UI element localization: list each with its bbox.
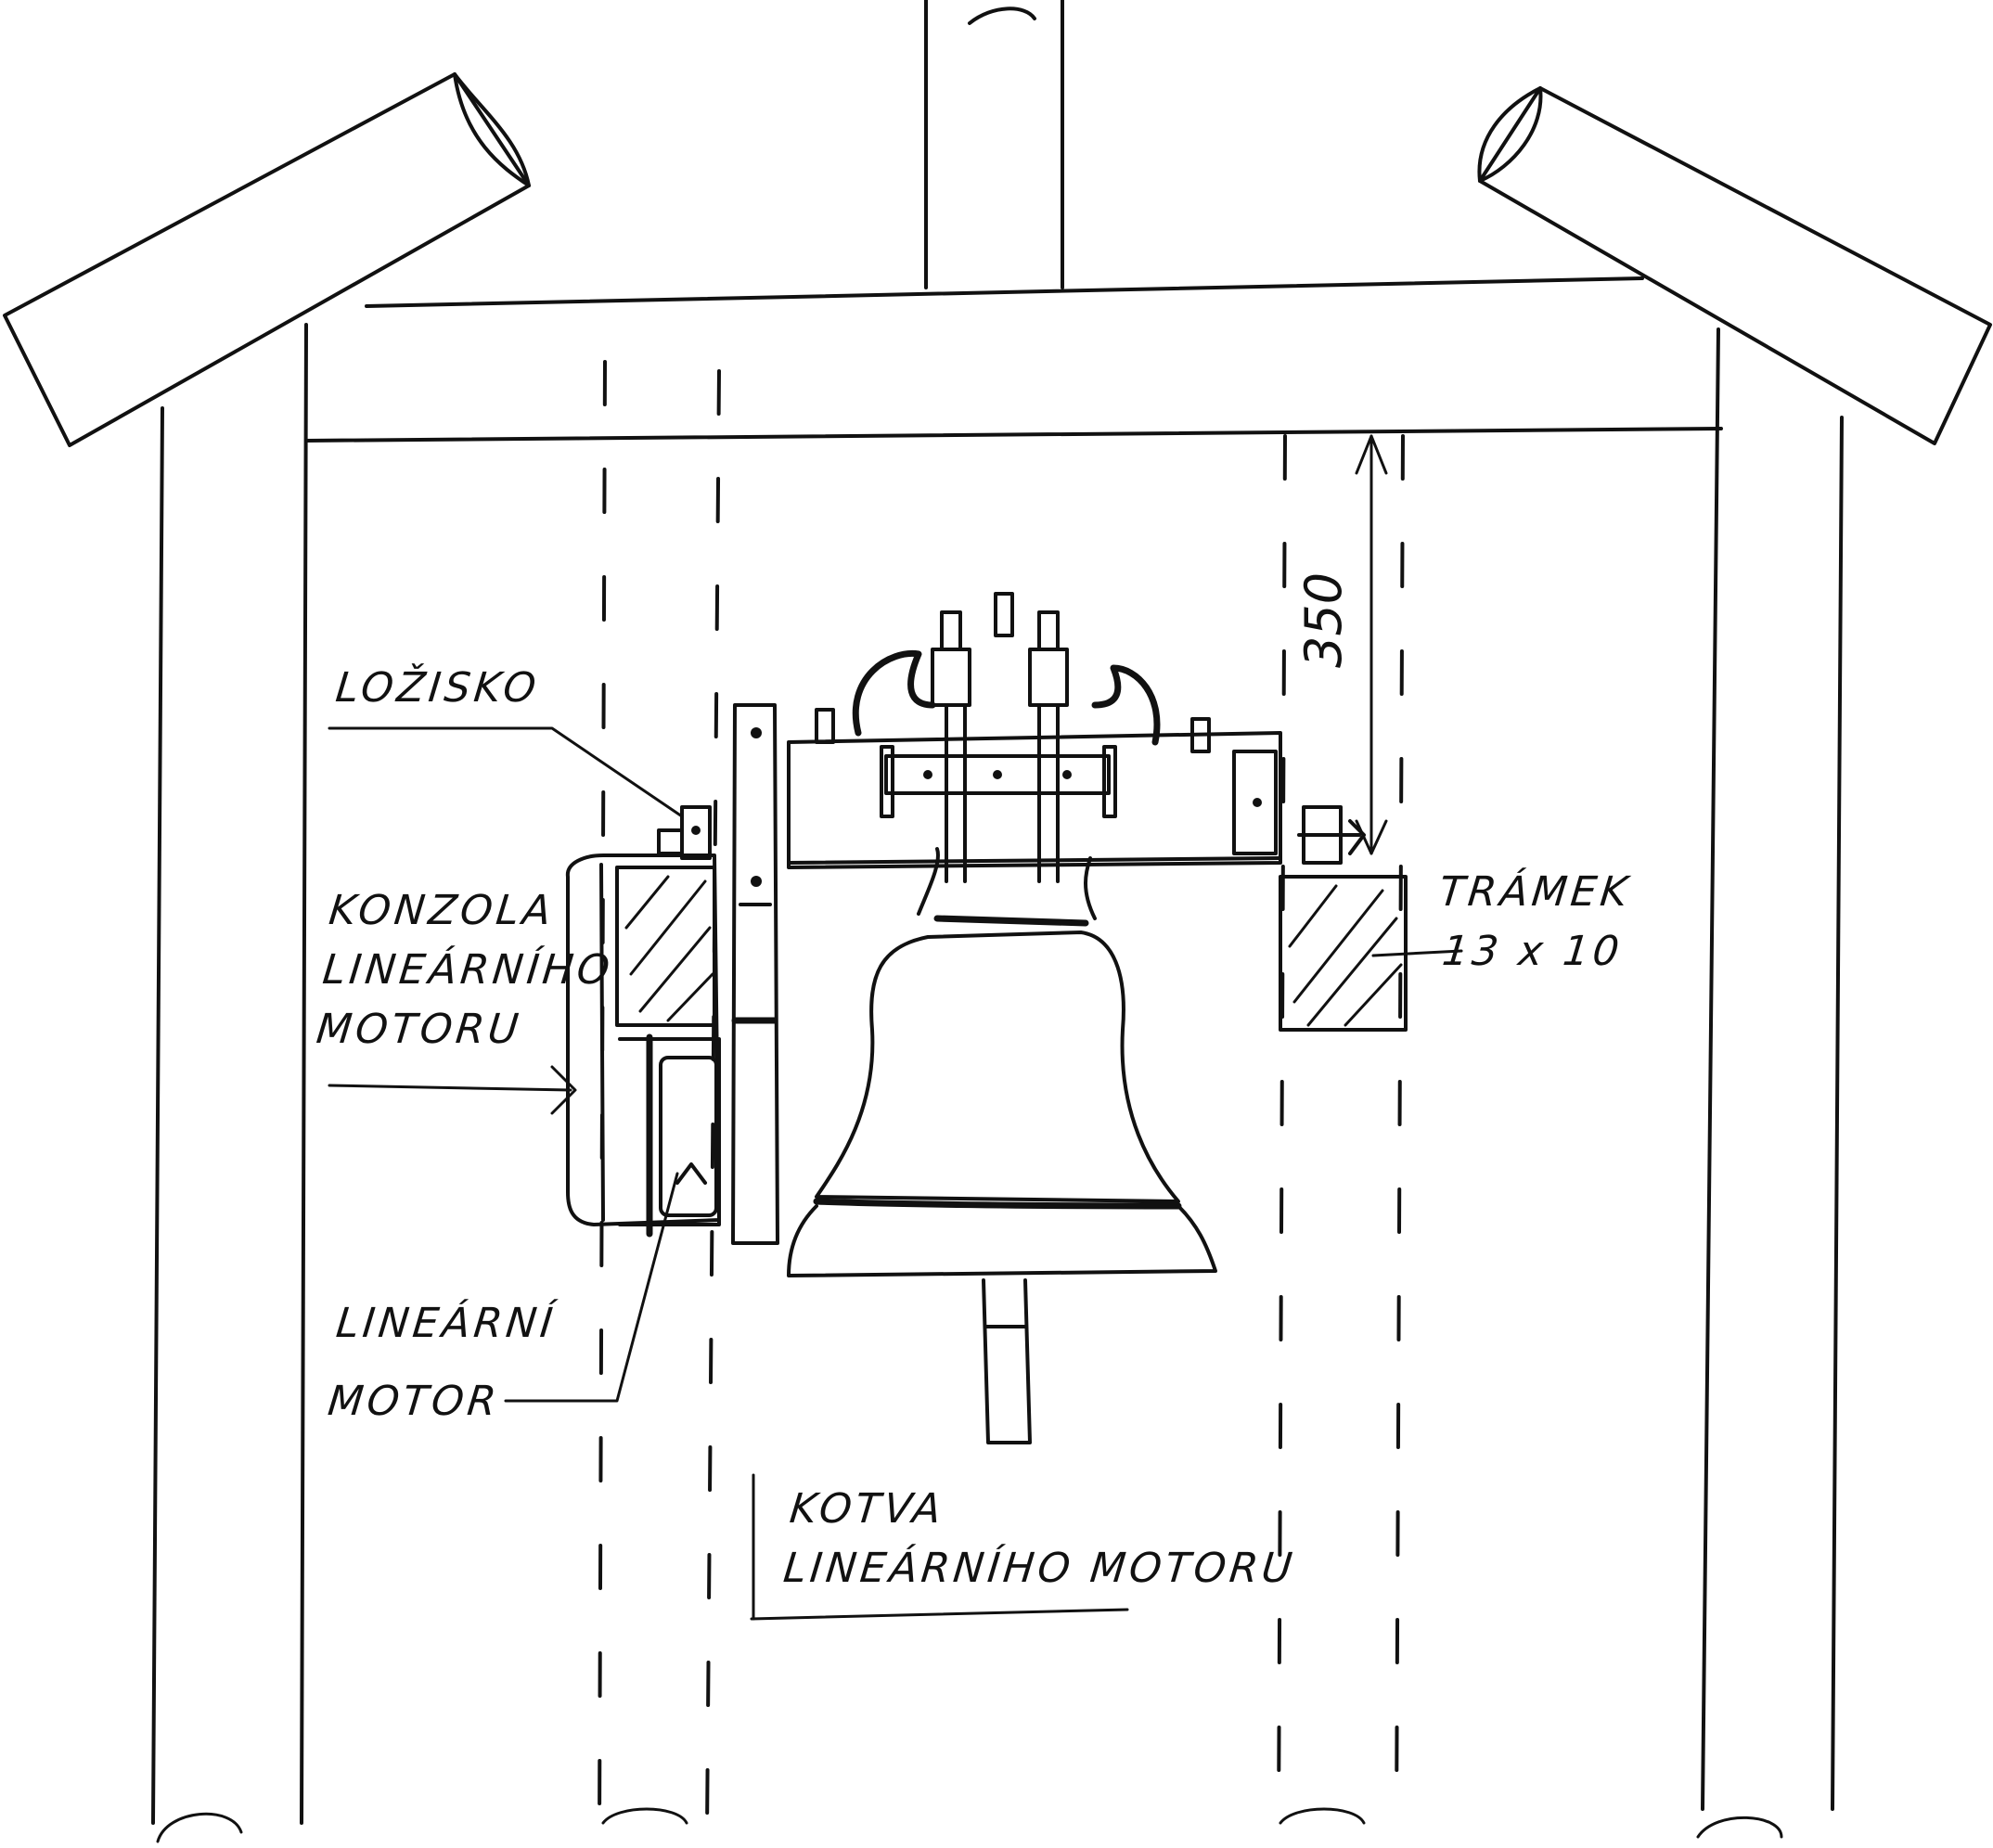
leader-bracket (328, 1084, 572, 1092)
label-anchor-line1: KOTVA (787, 1485, 947, 1533)
label-bracket-line3: MOTORU (314, 1006, 524, 1053)
bell-yoke (787, 592, 1282, 883)
right-beam-block (1279, 875, 1408, 1032)
label-motor: LINEÁRNÍ MOTOR (325, 1294, 559, 1431)
label-beam-line1: TRÁMEK (1436, 868, 1634, 916)
outer-post-right (1831, 416, 1844, 1811)
linear-motor (618, 1033, 721, 1238)
post-end-right (1696, 1816, 1783, 1839)
dimension-label: 350 (1294, 571, 1353, 668)
label-bearing-text: LOŽISKO (333, 664, 542, 712)
label-bearing: LOŽISKO (333, 659, 543, 718)
post-end-left (156, 1812, 243, 1843)
dashed-guide-4 (1395, 434, 1405, 1834)
bell (787, 847, 1217, 1444)
label-bracket-line1: KONZOLA (327, 887, 558, 934)
label-beam-line2: 13 x 10 (1440, 928, 1626, 975)
dashed-guide-2 (705, 369, 721, 1834)
bearing-right (1297, 805, 1366, 865)
roof-beam-right (1477, 86, 1992, 445)
leader-motor (504, 1172, 679, 1403)
leader-bearing (328, 726, 684, 818)
dashed-guide-1 (598, 360, 607, 1834)
post-end-inner-left (601, 1807, 688, 1825)
label-motor-line1: LINEÁRNÍ (333, 1300, 559, 1347)
inner-post-right (1701, 327, 1720, 1811)
inner-post-left (300, 323, 308, 1825)
label-bracket: KONZOLA LINEÁRNÍHO MOTORU (314, 881, 623, 1059)
roof-post-center (924, 0, 1064, 289)
leader-beam (1371, 949, 1463, 957)
top-cross-beam (365, 276, 1644, 308)
label-bracket-line2: LINEÁRNÍHO (320, 946, 616, 994)
bearing (657, 805, 712, 860)
post-end-inner-right (1279, 1807, 1366, 1825)
label-beam: TRÁMEK 13 x 10 (1430, 863, 1634, 982)
leader-bracket-arrow (550, 1065, 577, 1115)
dimension-arrow-top (1355, 434, 1388, 475)
anchor-plate (731, 703, 779, 1245)
leader-anchor (750, 1608, 1129, 1621)
roof-beam-left (3, 72, 531, 447)
outer-post-left (151, 406, 164, 1825)
label-anchor: KOTVA LINEÁRNÍHO MOTORU (780, 1480, 1305, 1598)
label-anchor-line2: LINEÁRNÍHO MOTORU (781, 1545, 1298, 1592)
label-motor-line2: MOTOR (325, 1378, 503, 1425)
dashed-guide-3 (1277, 434, 1287, 1834)
horizontal-beam (304, 427, 1723, 443)
